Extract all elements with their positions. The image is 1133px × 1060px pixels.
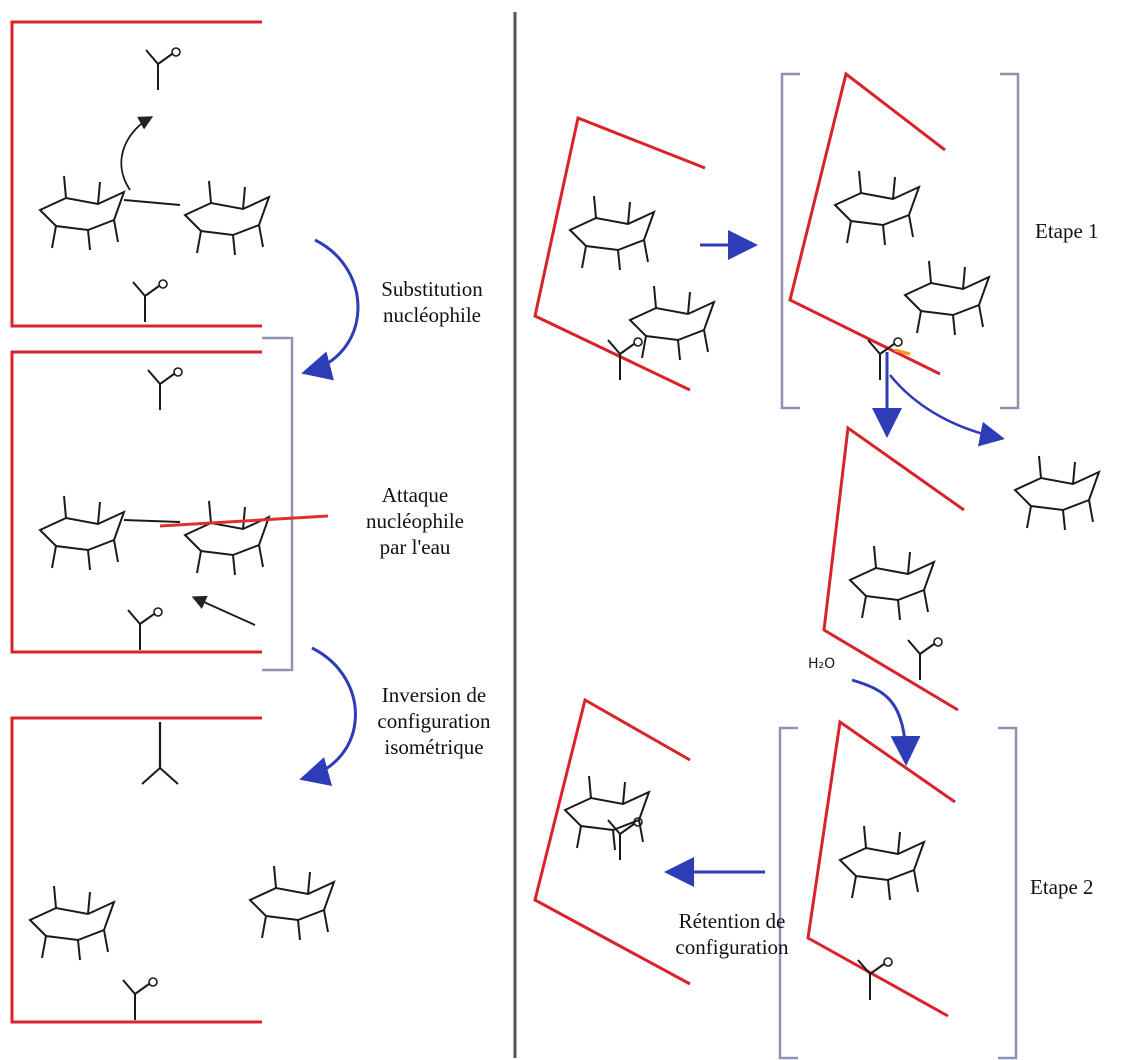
bracket-etape1-left — [780, 72, 800, 410]
label-retention-line2: configuration — [675, 935, 789, 959]
label-attaque: Attaque nucléophile par l'eau — [345, 482, 485, 560]
enzyme-frame-r2 — [788, 71, 946, 376]
label-attaque-line2: nucléophile — [366, 509, 464, 533]
enzyme-frame-r4 — [806, 719, 956, 1018]
label-substitution-line2: nucléophile — [383, 303, 481, 327]
enzyme-frame-1 — [10, 20, 262, 328]
label-etape2: Etape 2 — [1030, 875, 1094, 899]
enzyme-frame-r3 — [822, 425, 965, 712]
label-substitution: Substitution nucléophile — [352, 276, 512, 328]
label-inversion-line1: Inversion de — [381, 683, 487, 707]
bracket-2 — [262, 336, 294, 672]
arrow-inversion — [299, 646, 357, 787]
enzyme-frame-r5 — [533, 697, 691, 986]
label-substitution-line1: Substitution — [381, 277, 483, 301]
label-inversion-line2: configuration — [377, 709, 491, 733]
arrow-water-attack — [851, 678, 921, 766]
label-attaque-line3: par l'eau — [379, 535, 451, 559]
bracket-etape1-right — [1000, 72, 1020, 410]
water-label: H₂O — [808, 656, 835, 672]
enzyme-frame-3 — [10, 716, 262, 1024]
arrow-release-sugar — [889, 374, 1005, 447]
bracket-etape2-left — [778, 726, 798, 1060]
bracket-etape2-right — [998, 726, 1018, 1060]
label-retention: Rétention de configuration — [652, 908, 812, 960]
molecule-step-2 — [39, 367, 270, 651]
label-attaque-line1: Attaque — [381, 483, 449, 507]
enzyme-frame-r1 — [533, 115, 706, 392]
nucleophile-highlight-line — [159, 514, 329, 528]
label-inversion-line3: isométrique — [384, 735, 484, 759]
label-retention-line1: Rétention de — [678, 909, 786, 933]
arrow-substitution — [301, 238, 360, 381]
molecule-step-3 — [29, 722, 335, 1021]
label-inversion: Inversion de configuration isométrique — [356, 682, 512, 760]
enzyme-frame-2 — [10, 350, 262, 654]
label-etape1: Etape 1 — [1035, 219, 1099, 243]
molecule-step-1 — [39, 47, 270, 323]
orange-mark — [894, 348, 911, 356]
